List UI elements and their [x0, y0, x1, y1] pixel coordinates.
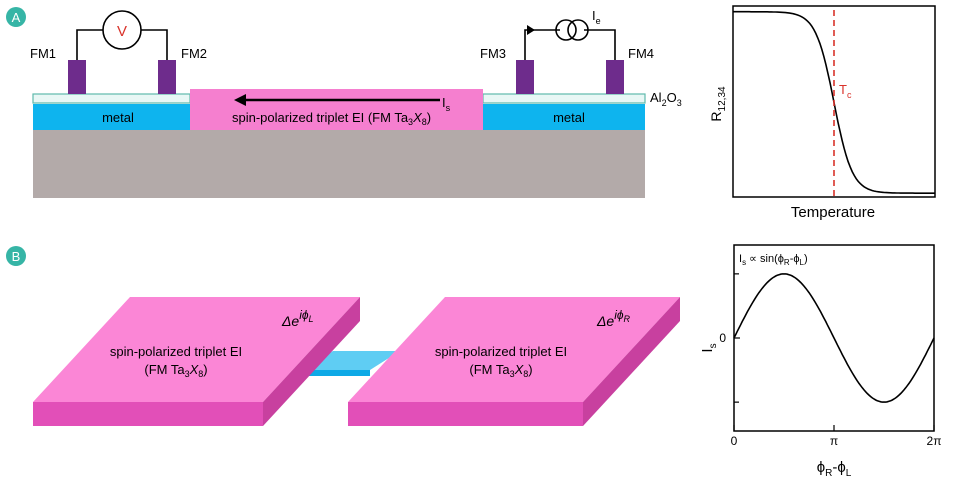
panel-b: B spin-polarized triplet EI (FM Ta3X8) s…: [6, 246, 680, 426]
center-ei-label: spin-polarized triplet EI (FM Ta3X8): [232, 110, 431, 127]
gap-right-label: ΔeiϕR: [596, 308, 631, 329]
chart-b-title: Is ∝ sin(ϕR-ϕL): [739, 253, 808, 267]
metal-right: [483, 104, 645, 130]
slab-left-line1: spin-polarized triplet EI: [110, 344, 242, 359]
badge-a-label: A: [12, 10, 21, 25]
slab-right-line1: spin-polarized triplet EI: [435, 344, 567, 359]
oxide-label: Al2O3: [650, 90, 682, 108]
slab-left-side: [263, 297, 360, 426]
electrode-fm1: [68, 60, 86, 94]
spin-current-arrowhead: [234, 94, 246, 106]
metal-right-label: metal: [553, 110, 585, 125]
chart-josephson-current: 0 π 2π 0 Is ∝ sin(ϕR-ϕL) ϕR-ϕL Is: [699, 244, 942, 479]
substrate: [33, 130, 645, 198]
fm3-label: FM3: [480, 46, 506, 61]
chart-a-tc-label: Tc: [839, 82, 852, 100]
slab-left-top: [33, 297, 360, 402]
electrode-fm2: [158, 60, 176, 94]
chart-b-xtick-label: 0: [731, 434, 738, 448]
metal-left-label: metal: [102, 110, 134, 125]
electrode-fm3: [516, 60, 534, 94]
voltmeter-symbol: V: [117, 23, 127, 40]
voltmeter-icon: [102, 10, 142, 50]
fm1-label: FM1: [30, 46, 56, 61]
current-source-arrowhead: [527, 25, 535, 35]
badge-a: A: [6, 7, 26, 27]
chart-b-ticks: 0 π 2π 0: [719, 273, 942, 448]
oxide-right: [482, 93, 646, 104]
badge-b-circle: [6, 246, 26, 266]
slab-right-line2: (FM Ta3X8): [469, 362, 532, 379]
chart-b-series-line: [733, 273, 935, 403]
slab-left-line2: (FM Ta3X8): [144, 362, 207, 379]
metal-left: [33, 104, 190, 130]
chart-a-ylabel: R12,34: [708, 86, 728, 122]
slab-right-top: [348, 297, 680, 402]
current-e-label: Ie: [592, 8, 601, 26]
center-ei-layer: [190, 89, 483, 130]
chart-a-xlabel: Temperature: [791, 204, 875, 221]
chart-resistance-temperature: Tc Temperature R12,34: [708, 5, 936, 221]
slab-left-front: [33, 402, 263, 426]
chart-b-ytick-label: 0: [719, 331, 726, 345]
chart-b-xtick-label: 2π: [927, 434, 942, 448]
slab-right-side: [583, 297, 680, 426]
current-source-ring-right: [567, 19, 589, 41]
chart-b-xlabel: ϕR-ϕL: [817, 459, 852, 479]
chart-b-ylabel: Is: [699, 343, 719, 352]
chart-b-xtick-label: π: [830, 434, 838, 448]
fm4-label: FM4: [628, 46, 654, 61]
bridge-front: [303, 370, 370, 376]
spin-current-label: Is: [442, 95, 451, 113]
panel-a: A V Ie FM1 FM2 FM3 FM4 Is: [6, 7, 682, 198]
voltmeter-wires: [76, 29, 168, 60]
fm2-label: FM2: [181, 46, 207, 61]
badge-a-circle: [6, 7, 26, 27]
badge-b-label: B: [12, 249, 21, 264]
electrode-fm4: [606, 60, 624, 94]
chart-a-frame: [732, 5, 936, 198]
current-source-ring-left: [555, 19, 577, 41]
slab-right-front: [348, 402, 583, 426]
gap-left-label: ΔeiϕL: [281, 308, 314, 329]
badge-b: B: [6, 246, 26, 266]
oxide-left: [32, 93, 191, 104]
current-source-wires: [524, 29, 616, 60]
